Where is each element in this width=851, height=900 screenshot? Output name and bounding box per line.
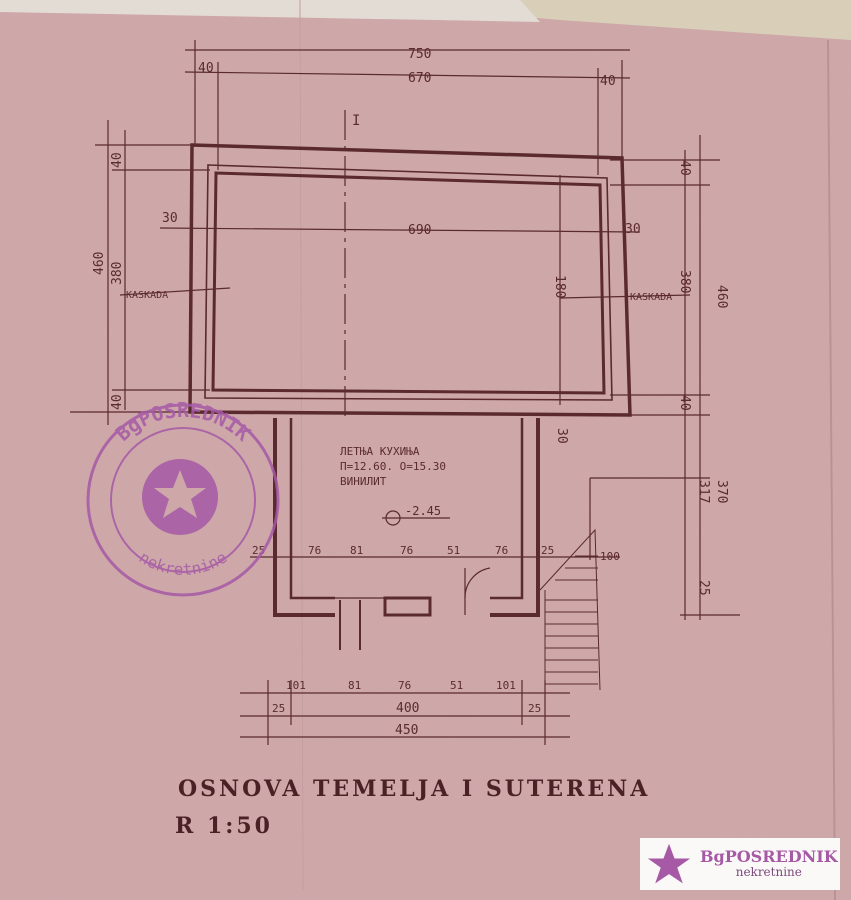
paper-fold	[827, 39, 836, 900]
dim-bot-d: 51	[450, 679, 463, 692]
watermark-logo: BgPOSREDNIK nekretnine	[640, 838, 840, 890]
dim-bot-c: 76	[398, 679, 411, 692]
dim-text-wall-left: 30	[162, 211, 178, 226]
dim-text-wall-right: 30	[625, 222, 641, 237]
basement-wall-left	[273, 418, 335, 617]
watermark-brand: BgPOSREDNIK	[700, 847, 838, 867]
dim-text-left-inner: 380	[110, 262, 125, 285]
dim-text-lower-right-c: 25	[696, 580, 711, 596]
dim-text-inner-width: 690	[408, 223, 431, 238]
watermark-star-icon	[647, 843, 691, 884]
section-mark: I	[352, 113, 360, 129]
dim-bot-left: 25	[272, 702, 285, 715]
dim-bot-a: 101	[286, 679, 306, 692]
dim-text-lower-right-a: 317	[696, 480, 711, 503]
dim-text-lower-mid: 30	[554, 428, 569, 444]
basement-window	[383, 596, 432, 617]
dim-bot-right: 25	[528, 702, 541, 715]
dim-bot-b: 81	[348, 679, 361, 692]
dim-text-right-total: 460	[714, 285, 729, 308]
dim-bot-mid: 400	[396, 701, 419, 716]
text-kaskada-left: KASKADA	[126, 290, 168, 301]
dim-bot-total: 450	[395, 723, 418, 738]
dim-text-inner-height: 180	[552, 275, 567, 298]
dim-text-lower-right-b: 370	[714, 480, 729, 503]
drawing-title: OSNOVA TEMELJA I SUTERENA	[178, 776, 651, 802]
dim-text-left-top: 40	[110, 152, 125, 168]
dim-text-left-bottom: 40	[110, 394, 125, 410]
kaskada-leader-right	[559, 294, 691, 299]
dim-text-top-right: 40	[600, 74, 616, 89]
kaskada-leader-left	[119, 287, 231, 296]
dim-bot-e: 101	[496, 679, 516, 692]
dim-seg-e: 51	[447, 544, 460, 557]
dim-seg-c: 81	[350, 544, 363, 557]
level-value: -2.45	[405, 504, 441, 518]
dim-seg-d: 76	[400, 544, 413, 557]
foundation-inner-wall	[211, 171, 606, 395]
basement-wall-right	[490, 418, 540, 617]
dim-seg-b: 76	[308, 544, 321, 557]
room-floor: ВИНИЛИТ	[340, 475, 387, 488]
dim-text-right-top: 40	[677, 160, 692, 176]
dim-seg-g: 25	[541, 544, 554, 557]
dim-text-right-bottom: 40	[677, 395, 692, 411]
basement-wall-left-inner	[289, 418, 335, 600]
dim-text-top-inner: 670	[408, 71, 431, 86]
watermark-sub: nekretnine	[735, 865, 802, 880]
dim-text-right-inner: 380	[677, 270, 692, 293]
dim-text-top-total: 750	[408, 47, 431, 62]
background-paper-edge	[0, 0, 540, 22]
foundation-mid-wall	[204, 164, 613, 401]
dim-text-top-left: 40	[198, 61, 214, 76]
staircase	[539, 528, 601, 691]
room-name: ЛЕТЊА КУХИЊА	[340, 445, 420, 458]
room-spec: П=12.60. О=15.30	[340, 460, 446, 473]
dim-seg-f: 76	[495, 544, 508, 557]
dim-text-left-total: 460	[92, 252, 107, 275]
drawing-scale: R 1:50	[175, 813, 273, 839]
text-kaskada-right: KASKADA	[630, 292, 672, 303]
dim-line-top-inner	[184, 71, 631, 79]
stamp-star-icon	[154, 470, 206, 518]
basement-wall-right-inner	[490, 418, 524, 600]
dim-seg-h: 100	[600, 550, 620, 563]
foundation-outer-wall	[188, 143, 632, 417]
